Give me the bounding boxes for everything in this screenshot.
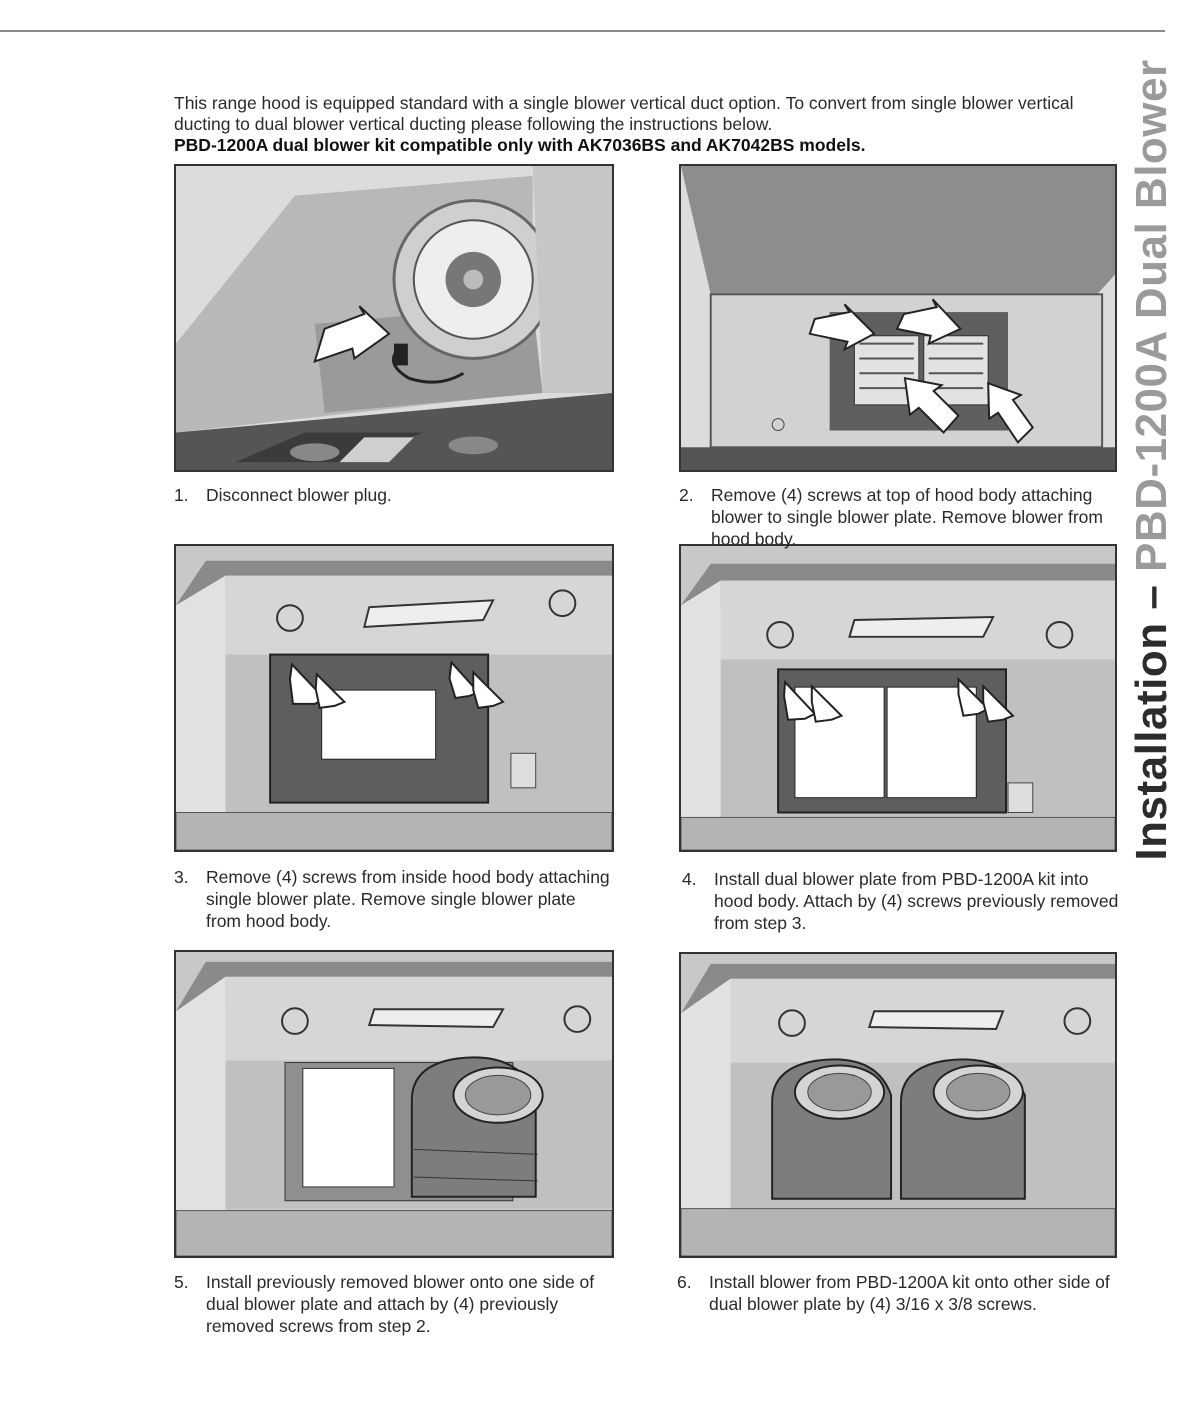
step-number: 1. <box>174 485 189 505</box>
step-text: Install blower from PBD-1200A kit onto o… <box>709 1272 1110 1314</box>
figure-step-2 <box>679 164 1117 472</box>
step-5-caption: 5. Install previously removed blower ont… <box>174 1271 614 1337</box>
compatibility-note: PBD-1200A dual blower kit compatible onl… <box>174 135 866 155</box>
step-number: 6. <box>677 1272 692 1292</box>
step-text: Remove (4) screws at top of hood body at… <box>711 485 1103 549</box>
step-text: Remove (4) screws from inside hood body … <box>206 867 610 931</box>
figure-step-5 <box>174 950 614 1258</box>
step-4-caption: 4. Install dual blower plate from PBD-12… <box>682 868 1120 934</box>
step-1-caption: 1. Disconnect blower plug. <box>174 484 604 506</box>
intro-paragraph: This range hood is equipped standard wit… <box>174 93 1074 134</box>
step-3-caption: 3. Remove (4) screws from inside hood bo… <box>174 866 614 932</box>
section-title-vertical: Installation – PBD-1200A Dual Blower <box>1122 59 1182 860</box>
step-text: Install dual blower plate from PBD-1200A… <box>714 869 1119 933</box>
figure-step-4 <box>679 544 1117 852</box>
figure-step-1 <box>174 164 614 472</box>
step-number: 4. <box>682 869 697 889</box>
step-6-caption: 6. Install blower from PBD-1200A kit ont… <box>677 1271 1117 1315</box>
section-title-part2: PBD-1200A Dual Blower <box>1127 59 1176 572</box>
figure-step-3 <box>174 544 614 852</box>
intro-text: This range hood is equipped standard wit… <box>174 93 1114 156</box>
step-text: Disconnect blower plug. <box>206 485 392 505</box>
figure-step-6 <box>679 952 1117 1258</box>
section-title-part1: Installation – <box>1127 571 1176 861</box>
step-number: 3. <box>174 867 189 887</box>
header-rule <box>0 30 1165 32</box>
step-number: 5. <box>174 1272 189 1292</box>
step-text: Install previously removed blower onto o… <box>206 1272 595 1336</box>
step-2-caption: 2. Remove (4) screws at top of hood body… <box>679 484 1119 550</box>
step-number: 2. <box>679 485 694 505</box>
